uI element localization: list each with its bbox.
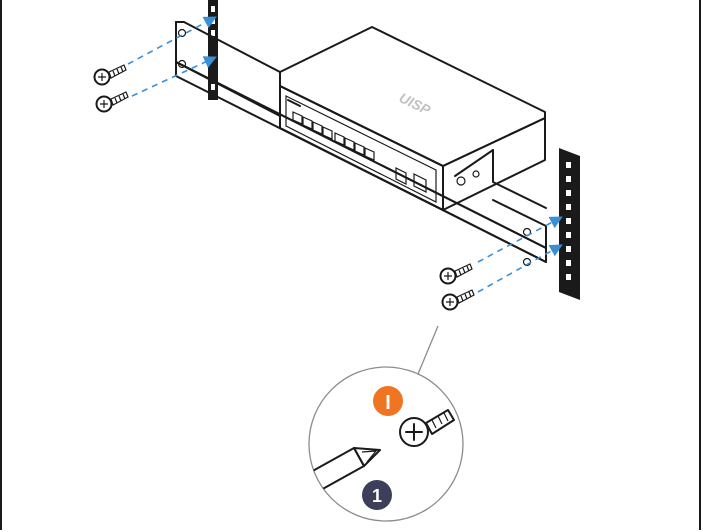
screw-icon	[439, 263, 473, 285]
brand-mark: UISP	[397, 89, 434, 118]
network-switch: UISP	[279, 26, 546, 211]
screw-icon	[441, 289, 475, 311]
step-badge-orange: I	[373, 386, 403, 416]
screw-icon	[93, 64, 127, 86]
right-rack-rail	[559, 148, 580, 300]
step-badge-dark: 1	[362, 480, 392, 510]
screwdriver-icon	[309, 447, 381, 497]
guide-arrows	[127, 16, 563, 293]
screw-icon	[399, 409, 455, 447]
step-label-orange: I	[385, 392, 391, 414]
screw-icon	[95, 91, 129, 113]
ethernet-ports	[292, 111, 427, 193]
bracket-bottom-flange	[175, 61, 547, 263]
callout-line	[417, 325, 439, 375]
rack-mount-bracket	[175, 21, 547, 267]
detail-callout	[308, 366, 464, 522]
left-rack-rail	[208, 0, 218, 100]
step-label-dark: 1	[372, 486, 382, 506]
